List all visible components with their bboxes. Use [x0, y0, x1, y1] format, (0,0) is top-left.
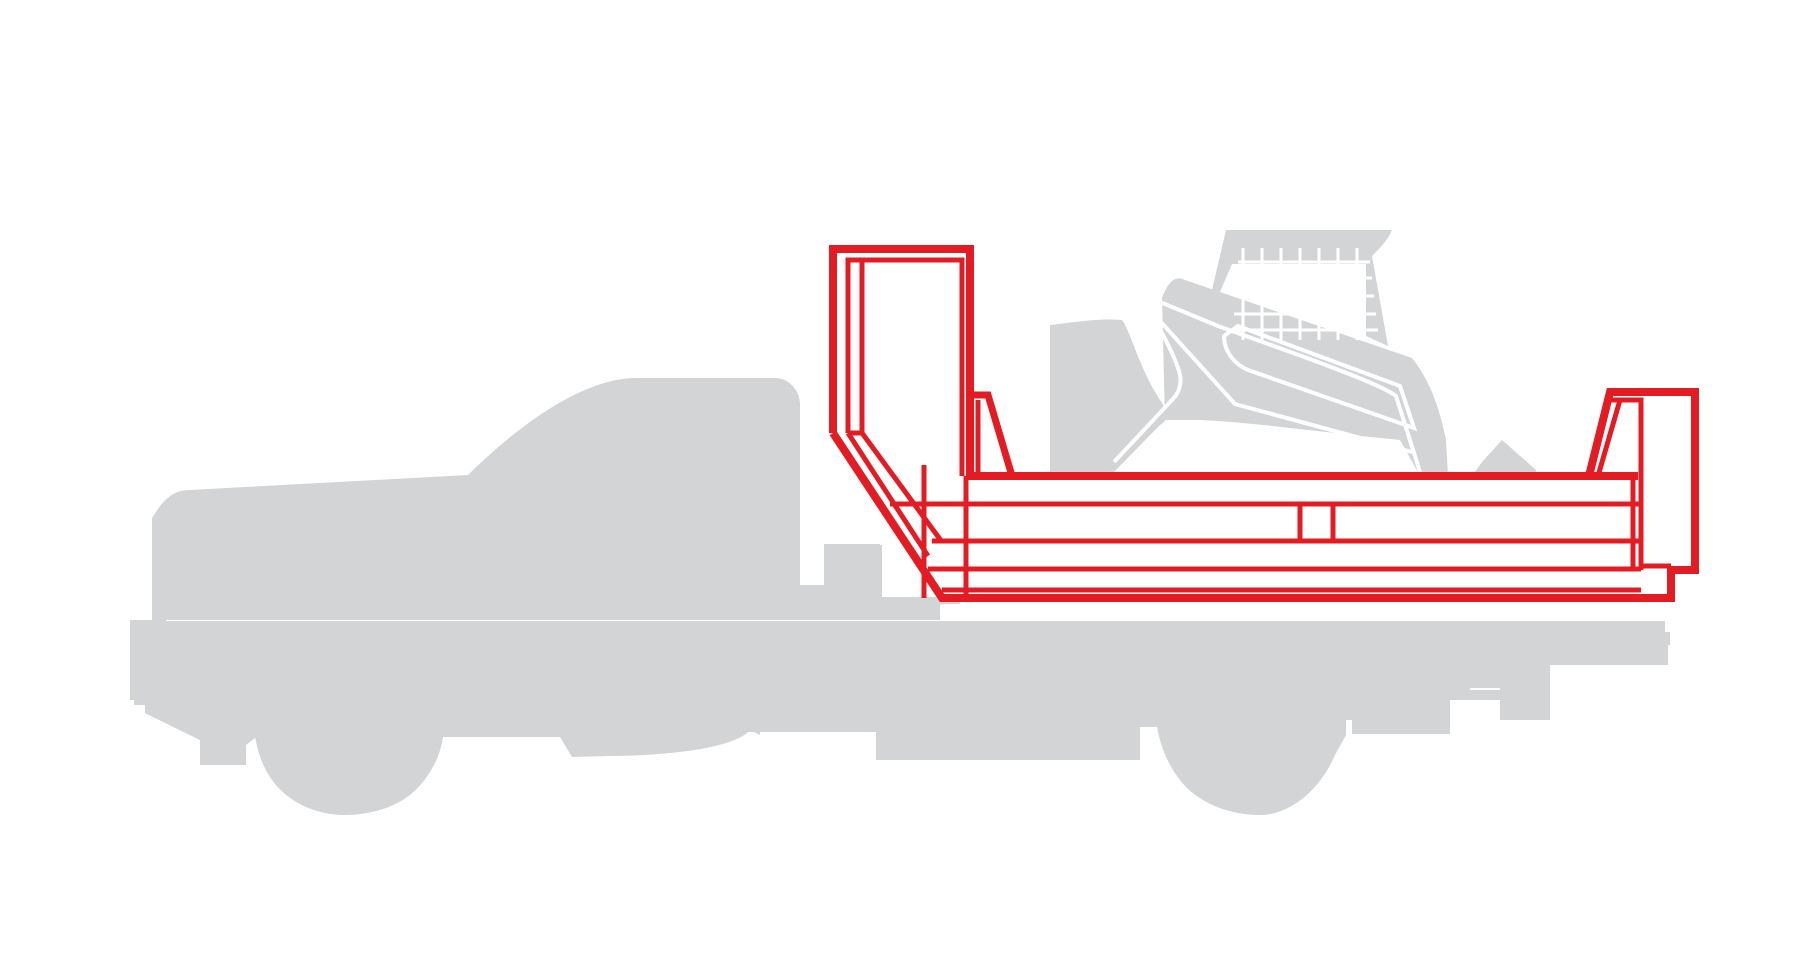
skid-steer-loader-icon	[1112, 248, 1422, 482]
loader-arm-outline	[1159, 300, 1422, 473]
rear-stake	[1595, 397, 1671, 570]
truck-lower-body	[134, 621, 1665, 815]
headache-rack-inner	[845, 257, 965, 476]
machine-bucket	[1472, 440, 1536, 476]
loader-arm-base	[1112, 307, 1183, 464]
flatbed-body-icon	[829, 245, 1699, 602]
truck-silhouette-icon	[130, 378, 1670, 815]
front-slope-inner	[845, 430, 945, 558]
front-slope	[829, 388, 1699, 602]
loader-lift-link	[1146, 425, 1413, 478]
cage-grid	[1234, 248, 1378, 340]
pivot-pin-inner-icon	[1188, 444, 1216, 472]
truck-tail	[1535, 632, 1550, 665]
machine-rear-block	[1050, 319, 1167, 476]
headache-rack	[829, 245, 974, 476]
loader-arm-inner	[1221, 323, 1418, 432]
machine-rops-cage	[1212, 230, 1392, 346]
loader-arm-lower	[1148, 308, 1413, 454]
truck-cab-body	[152, 379, 960, 620]
front-stake	[966, 391, 1016, 477]
